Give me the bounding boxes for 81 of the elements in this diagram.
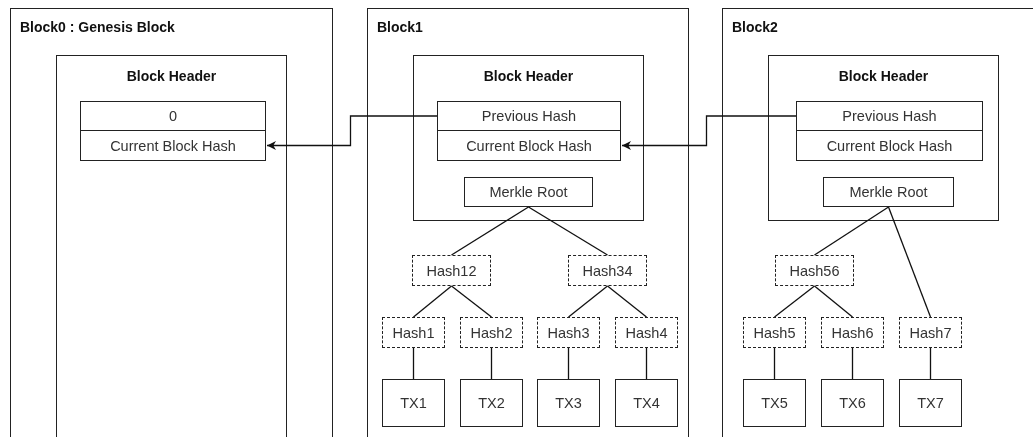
hash-box bbox=[568, 255, 647, 286]
field-box bbox=[437, 130, 621, 161]
connector-line bbox=[645, 347, 648, 380]
field-label: TX2 bbox=[478, 395, 505, 411]
connector-line bbox=[813, 206, 890, 256]
arrow bbox=[621, 115, 797, 150]
connector-line bbox=[773, 347, 776, 380]
field-box bbox=[464, 177, 593, 207]
field-label: Previous Hash bbox=[842, 108, 937, 124]
field-label: Hash12 bbox=[426, 262, 477, 279]
field-label: Hash7 bbox=[909, 324, 952, 341]
hash-box bbox=[775, 255, 854, 286]
connector-line bbox=[887, 206, 932, 318]
field-label: Hash34 bbox=[582, 262, 633, 279]
field-label: Hash1 bbox=[392, 324, 435, 341]
connector-line bbox=[450, 206, 530, 256]
field-label: 0 bbox=[168, 108, 178, 124]
connector-line bbox=[567, 347, 570, 380]
field-label: TX1 bbox=[400, 395, 427, 411]
hash-box bbox=[615, 317, 678, 348]
connector-line bbox=[527, 206, 609, 256]
field-box bbox=[823, 177, 954, 207]
field-label: TX6 bbox=[839, 395, 866, 411]
field-label: Hash2 bbox=[470, 324, 513, 341]
field-label: Current Block Hash bbox=[110, 137, 236, 154]
heading: Block1 bbox=[377, 19, 423, 35]
transaction-box bbox=[899, 379, 962, 427]
field-label: Hash6 bbox=[831, 324, 874, 341]
block-header-box bbox=[768, 55, 999, 221]
heading: Block Header bbox=[482, 68, 575, 84]
field-label: Current Block Hash bbox=[466, 137, 592, 154]
block-container bbox=[367, 8, 689, 437]
transaction-box bbox=[821, 379, 884, 427]
heading: Block0 : Genesis Block bbox=[20, 19, 175, 35]
field-box bbox=[796, 101, 983, 131]
field-label: Hash56 bbox=[789, 262, 840, 279]
field-box bbox=[80, 101, 266, 131]
hash-box bbox=[537, 317, 600, 348]
field-label: TX5 bbox=[761, 395, 788, 411]
transaction-box bbox=[460, 379, 523, 427]
connector-line bbox=[929, 347, 932, 380]
connector-line bbox=[773, 285, 816, 318]
transaction-box bbox=[743, 379, 806, 427]
field-label: TX4 bbox=[633, 395, 660, 411]
field-label: Hash4 bbox=[625, 324, 668, 341]
arrow bbox=[266, 115, 438, 150]
connector-line bbox=[412, 347, 415, 380]
connector-line bbox=[567, 285, 609, 318]
transaction-box bbox=[382, 379, 445, 427]
connector-line bbox=[813, 285, 854, 318]
hash-box bbox=[743, 317, 806, 348]
connector-line bbox=[450, 285, 493, 318]
field-label: Previous Hash bbox=[481, 108, 577, 124]
field-label: TX3 bbox=[555, 395, 582, 411]
block-container bbox=[722, 8, 1033, 437]
field-label: TX7 bbox=[917, 395, 944, 411]
field-label: Current Block Hash bbox=[826, 137, 953, 154]
field-label: Merkle Root bbox=[489, 184, 568, 200]
block-header-box bbox=[56, 55, 287, 437]
hash-box bbox=[382, 317, 445, 348]
connector-line bbox=[412, 285, 453, 318]
field-label: Hash5 bbox=[753, 324, 796, 341]
heading: Block Header bbox=[837, 68, 930, 84]
field-box bbox=[80, 130, 266, 161]
block-container bbox=[10, 8, 333, 437]
field-box bbox=[437, 101, 621, 131]
connector-line bbox=[490, 347, 493, 380]
connector-line bbox=[606, 285, 648, 318]
hash-box bbox=[460, 317, 523, 348]
hash-box bbox=[412, 255, 491, 286]
field-label: Merkle Root bbox=[849, 184, 928, 200]
transaction-box bbox=[615, 379, 678, 427]
heading: Block2 bbox=[732, 19, 778, 35]
field-box bbox=[796, 130, 983, 161]
hash-box bbox=[821, 317, 884, 348]
connector-line bbox=[851, 347, 854, 380]
heading: Block Header bbox=[125, 68, 218, 84]
hash-box bbox=[899, 317, 962, 348]
field-label: Hash3 bbox=[547, 324, 590, 341]
block-header-box bbox=[413, 55, 644, 221]
transaction-box bbox=[537, 379, 600, 427]
